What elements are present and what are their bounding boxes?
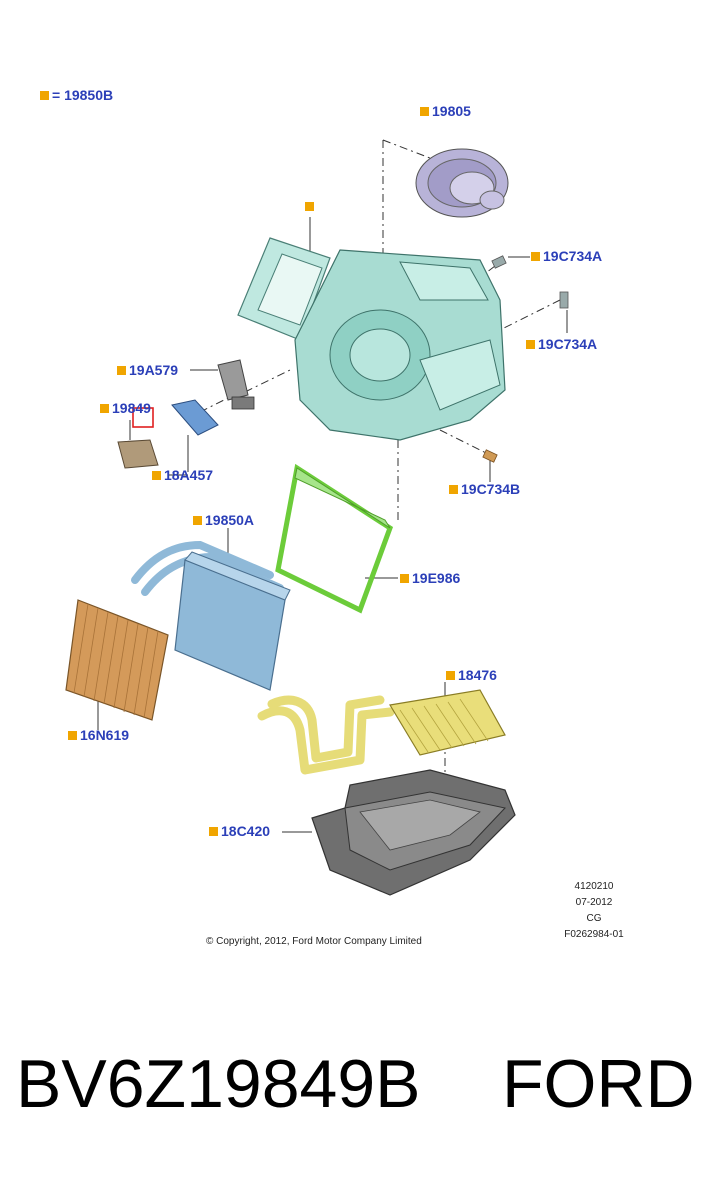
heater-core-18476 [257,689,506,775]
callout-square-icon [446,670,455,680]
callout-text: 18C420 [221,823,271,839]
drawing-number: 4120210 [574,881,614,892]
drawing-reference: F0262984-01 [564,929,624,940]
callout-19805: 19805 [420,103,471,119]
callout-text: 19805 [432,103,471,119]
callout-19849: 19849 [100,400,151,416]
callout-square-icon [400,573,409,583]
copyright-notice: © Copyright, 2012, Ford Motor Company Li… [206,936,422,947]
callout-19c734b: 19C734B [449,481,520,497]
resistor-18a457 [171,399,219,436]
callout-square-icon [152,470,161,480]
heater-housing [237,237,506,441]
clip-19c734a-upper [491,255,507,269]
callout-19c734a-lower: 19C734A [526,336,597,352]
callout-19a579: 19A579 [117,362,178,378]
callout-square-icon [526,339,535,349]
callout-19850a: 19850A [193,512,254,528]
callout-text: 18476 [458,667,497,683]
expansion-valve-19849 [117,407,159,469]
clip-19c734b [482,449,498,463]
highlight-box [132,407,154,428]
callout-text: 19A579 [129,362,179,378]
callout-18c420: 18C420 [209,823,270,839]
callout-text: 19C734A [543,248,603,264]
callout-19c734a-upper: 19C734A [531,248,602,264]
callout-16n619: 16N619 [68,727,129,743]
callout-housing [305,202,317,211]
callout-square-icon [209,826,218,836]
lower-housing-18c420 [311,769,516,896]
part-number: BV6Z19849B [16,1046,421,1122]
drawing-info: 4120210 07-2012 CG F0262984-01 [556,879,632,943]
evaporator-19850a [131,540,291,691]
legend-text: = 19850B [52,87,114,103]
drawing-date: 07-2012 [575,897,613,908]
cabin-filter-16n619 [65,599,169,721]
bracket-19a579 [217,359,255,410]
callout-square-icon [420,106,429,116]
callout-square-icon [100,403,109,413]
clip-19c734a-lower [559,291,569,309]
callout-text: 16N619 [80,727,130,743]
drawing-code: CG [586,913,602,924]
callout-19e986: 19E986 [400,570,460,586]
callout-square-icon [531,251,540,261]
callout-text: 19C734B [461,481,521,497]
legend: = 19850B [40,87,113,103]
brand-name: FORD [502,1046,695,1122]
callout-square-icon [449,484,458,494]
blower-motor-19805 [415,148,509,218]
callout-text: 18A457 [164,467,214,483]
callout-text: 19E986 [412,570,461,586]
footer: BV6Z19849B FORD [0,1040,708,1180]
callout-square-icon [68,730,77,740]
callout-18a457: 18A457 [152,467,213,483]
callout-square-icon [305,202,314,211]
callout-text: 19850A [205,512,255,528]
callout-square-icon [193,515,202,525]
callout-text: 19849 [112,400,151,416]
callout-18476: 18476 [446,667,497,683]
exploded-parts-diagram [65,139,569,896]
callout-square-icon [117,365,126,375]
callout-text: 19C734A [538,336,598,352]
legend-square-icon [40,90,49,100]
seal-19e986 [275,463,394,614]
